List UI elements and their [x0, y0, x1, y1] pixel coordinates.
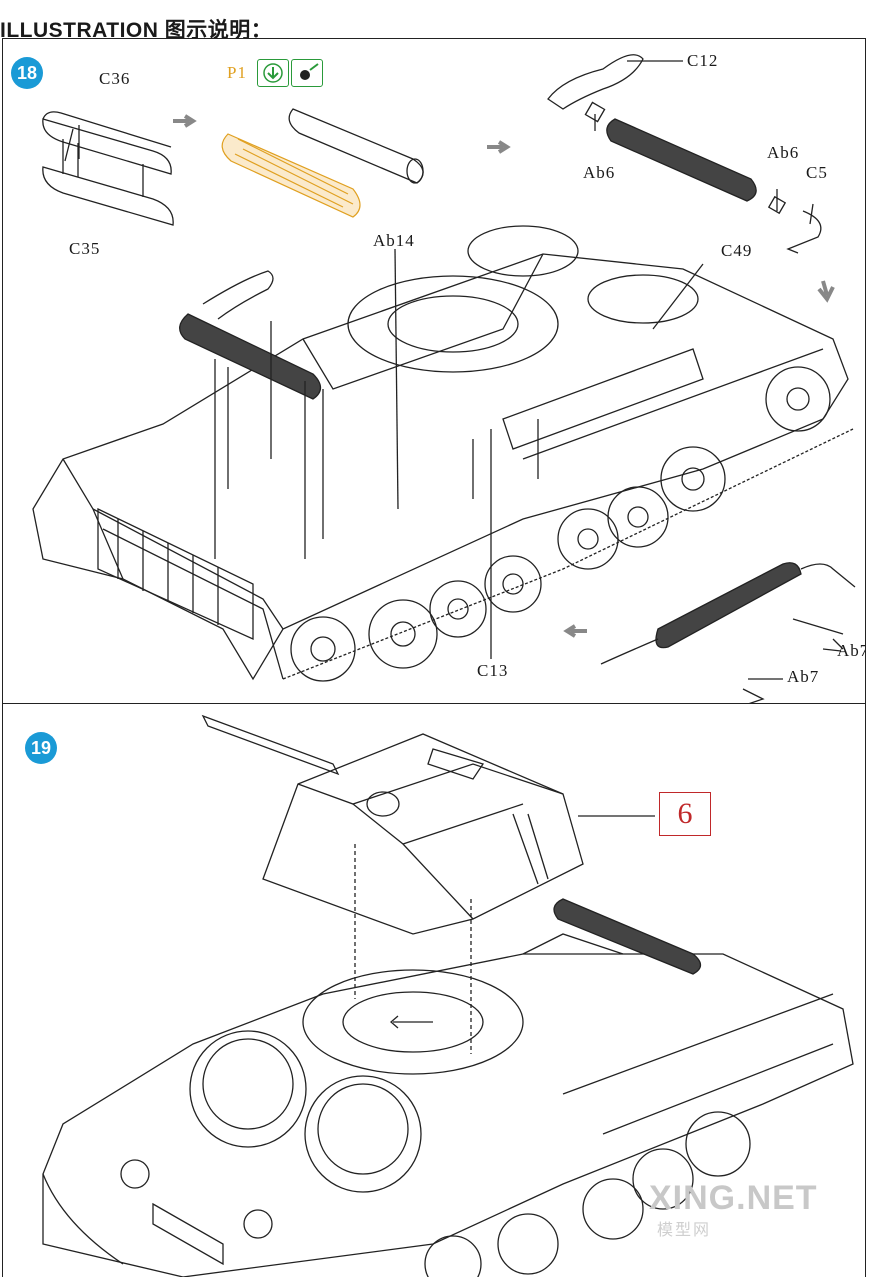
step-18-panel: 18 — [2, 38, 866, 704]
label-c36: C36 — [99, 69, 131, 88]
turret — [262, 733, 584, 935]
step-18-drawing — [32, 54, 856, 703]
gun-barrel — [201, 714, 340, 776]
label-ab7-top: Ab7 — [837, 641, 865, 660]
label-ab7-bottom: Ab7 — [787, 667, 820, 686]
label-c13: C13 — [477, 661, 509, 680]
part-muffler-mounted — [179, 270, 322, 400]
part-muffler-lower — [600, 562, 856, 703]
paint-drop-icon — [291, 59, 323, 87]
reference-step-box: 6 — [659, 792, 711, 836]
down-arrow-icon — [257, 59, 289, 87]
part-c12-muffler — [547, 54, 822, 254]
page-title: ILLUSTRATION 图示说明： — [0, 19, 273, 42]
step-19-panel: 19 — [2, 703, 866, 1277]
part-pipe-tube — [288, 108, 424, 184]
watermark-subtext: 模型网 — [657, 1222, 712, 1239]
label-c12: C12 — [687, 51, 719, 70]
label-ab14: Ab14 — [373, 231, 415, 250]
part-c36-c35 — [42, 111, 174, 226]
label-c5: C5 — [806, 163, 828, 182]
label-ab6-right: Ab6 — [767, 143, 800, 162]
tank-hull-step18 — [32, 225, 854, 682]
step-number-badge: 19 — [25, 732, 57, 764]
label-ab6-left: Ab6 — [583, 163, 616, 182]
part-muffler-mounted — [553, 898, 702, 975]
tank-hull-step19 — [42, 933, 854, 1277]
step-number-badge: 18 — [11, 57, 43, 89]
label-p1: P1 — [227, 63, 247, 82]
part-p1-mesh — [221, 133, 361, 218]
step-19-drawing — [42, 714, 854, 1277]
label-c35: C35 — [69, 239, 101, 258]
watermark-text: XING.NET — [649, 1179, 818, 1217]
label-c49: C49 — [721, 241, 753, 260]
